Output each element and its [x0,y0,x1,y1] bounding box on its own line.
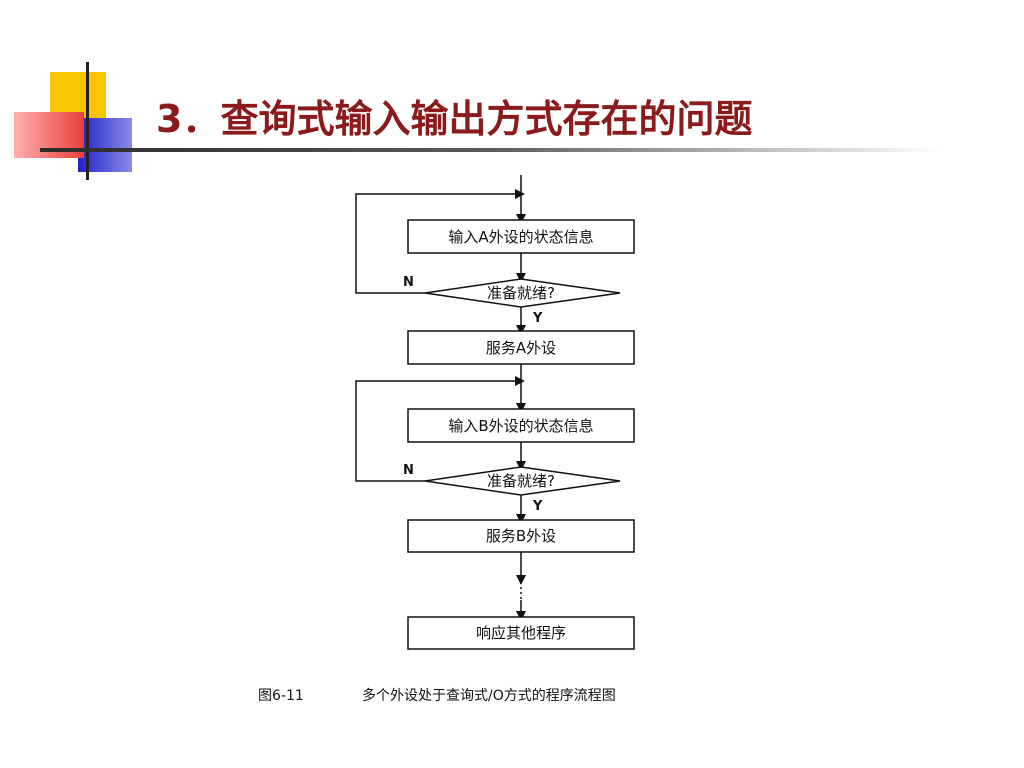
no-b-label: N [403,463,414,478]
slide-title: 3．查询式输入输出方式存在的问题 [156,97,753,141]
input-a-box [407,219,635,254]
no-a-label: N [403,275,414,290]
respond-label: 响应其他程序 [476,624,566,642]
loop-b-line [355,376,525,482]
input-b-label: 输入B外设的状态信息 [448,417,593,435]
serve-b-label: 服务B外设 [486,527,556,545]
serve-b-box [407,519,635,553]
input-a-label: 输入A外设的状态信息 [448,228,593,246]
logo-vertical-line [86,62,89,180]
respond-box [407,616,635,650]
decision-a-diamond [424,278,621,308]
yes-a-label: Y [532,311,543,326]
caption-text: 多个外设处于查询式/O方式的程序流程图 [362,687,616,704]
decision-b-diamond [424,466,621,496]
serve-a-label: 服务A外设 [486,339,556,357]
loop-a-line [355,189,525,294]
caption-figure-no: 图6-11 [258,688,304,704]
serve-a-box [407,330,635,365]
decision-a-label: 准备就绪? [487,284,555,302]
title-underline [40,148,940,152]
yes-b-label: Y [532,499,543,514]
input-b-box [407,408,635,443]
decision-b-label: 准备就绪? [487,472,555,490]
